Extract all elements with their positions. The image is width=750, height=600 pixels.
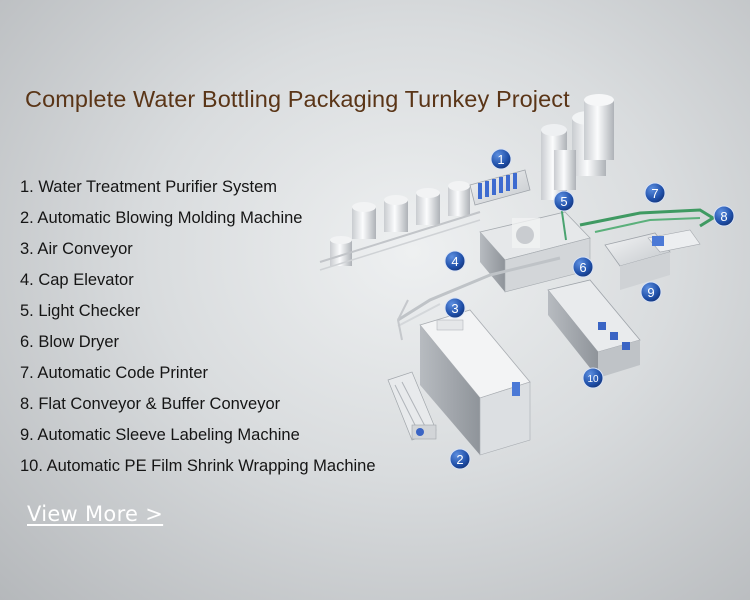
badge-5: 5 [553,190,575,212]
component-item: 9. Automatic Sleeve Labeling Machine [20,426,300,444]
page-title: Complete Water Bottling Packaging Turnke… [25,86,570,112]
component-item: 3. Air Conveyor [20,240,133,258]
shrink-wrapping-machine [547,279,641,378]
badge-10: 10 [582,367,604,389]
badge-7: 7 [644,182,666,204]
component-item: 10. Automatic PE Film Shrink Wrapping Ma… [20,457,376,475]
svg-text:8: 8 [720,209,727,224]
component-item: 1. Water Treatment Purifier System [20,178,278,196]
badge-1: 1 [490,148,512,170]
badge-8: 8 [713,205,735,227]
storage-tanks [541,94,614,200]
svg-text:5: 5 [560,194,567,209]
purifier-system [469,169,531,206]
svg-text:1: 1 [497,152,504,167]
water-treatment-tanks [319,181,481,271]
component-item: 2. Automatic Blowing Molding Machine [20,209,303,227]
component-item: 7. Automatic Code Printer [20,364,209,382]
filling-machine [479,211,591,293]
component-item: 4. Cap Elevator [20,271,134,289]
svg-text:9: 9 [647,285,654,300]
badge-3: 3 [444,297,466,319]
svg-text:2: 2 [456,452,463,467]
svg-text:10: 10 [587,374,599,385]
component-item: 6. Blow Dryer [20,333,120,351]
svg-text:3: 3 [451,301,458,316]
labeling-machine [604,229,701,290]
view-more-link[interactable]: View More > [27,502,164,526]
badge-4: 4 [444,250,466,272]
air-conveyor [396,256,561,341]
svg-text:4: 4 [451,254,458,269]
badge-9: 9 [640,281,662,303]
svg-text:7: 7 [651,186,658,201]
svg-text:6: 6 [579,260,586,275]
badge-6: 6 [572,256,594,278]
component-item: 8. Flat Conveyor & Buffer Conveyor [20,395,281,413]
preform-elevator [387,371,437,441]
component-list: 1. Water Treatment Purifier System 2. Au… [20,172,376,482]
component-item: 5. Light Checker [20,302,141,320]
blow-molding-machine [419,309,531,456]
badge-2: 2 [449,448,471,470]
